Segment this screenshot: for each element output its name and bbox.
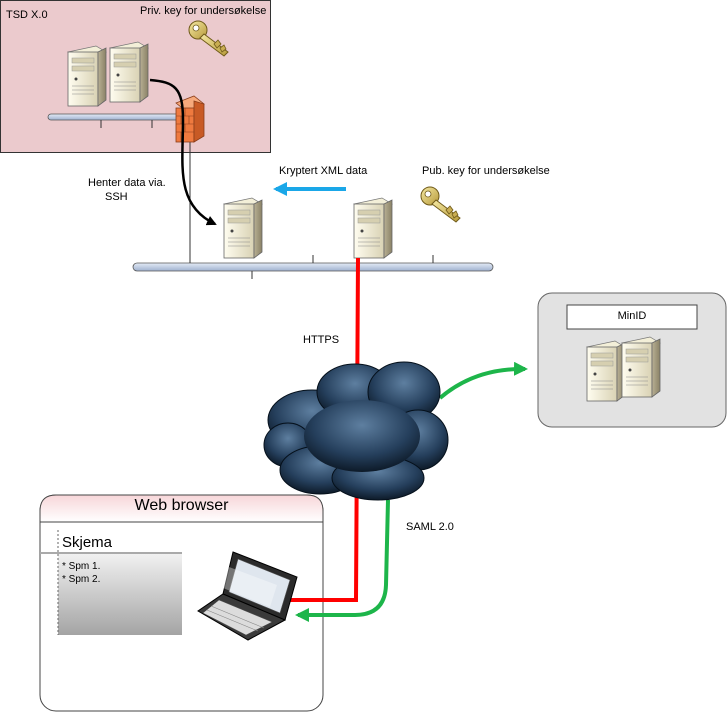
cloud-icon xyxy=(263,361,449,501)
private-key-label: Priv. key for undersøkelse xyxy=(140,5,267,17)
ssh-label-line1: Henter data via. xyxy=(88,177,166,189)
browser-title: Web browser xyxy=(134,497,229,514)
minid-title-box xyxy=(566,304,698,330)
browser-titlebar xyxy=(39,494,324,523)
public-key-icon xyxy=(420,186,461,223)
xml-label: Kryptert XML data xyxy=(279,165,368,177)
form-item: * Spm 1. xyxy=(62,561,101,572)
laptop-icon xyxy=(197,551,298,641)
minid-server-icon xyxy=(586,340,626,402)
saml-connection xyxy=(295,499,390,622)
ssh-arrow xyxy=(149,78,217,226)
schema-form xyxy=(58,553,182,635)
public-key-label: Pub. key for undersøkelse xyxy=(422,165,550,177)
firewall-icon xyxy=(175,95,205,143)
form-item: * Spm 2. xyxy=(62,574,101,585)
minid-connection xyxy=(438,361,528,400)
saml-label: SAML 2.0 xyxy=(406,521,454,533)
tsd-server-icon xyxy=(67,45,107,107)
https-label: HTTPS xyxy=(303,334,340,346)
minid-server-icon xyxy=(621,336,661,398)
tsd-network-bus xyxy=(47,113,182,121)
minid-title: MinID xyxy=(617,310,647,322)
main-network-bus xyxy=(132,262,494,272)
form-title: Skjema xyxy=(62,534,113,551)
tsd-title: TSD X.0 xyxy=(6,9,48,21)
receiver-server-icon xyxy=(223,197,263,259)
tsd-server-icon xyxy=(109,41,149,103)
web-server-icon xyxy=(353,197,393,259)
ssh-label-line2: SSH xyxy=(105,191,128,203)
